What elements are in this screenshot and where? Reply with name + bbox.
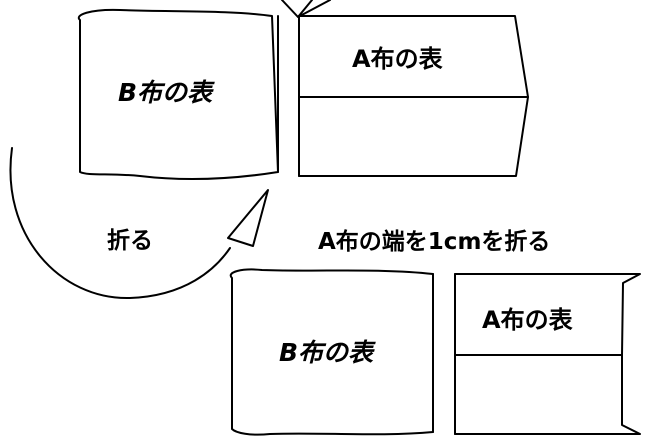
step-title-label: A布の端を1cmを折る: [318, 229, 551, 255]
top-b-fabric: [77, 8, 279, 180]
top-b-fabric-label: B布の表: [118, 78, 213, 107]
fold-arrow-curve: [9, 147, 231, 300]
bottom-fabric-assembly: [229, 268, 641, 436]
fold-arrow-head: [227, 189, 269, 247]
bottom-b-fabric-label: B布の表: [279, 338, 374, 367]
top-fabric-assembly: [77, 0, 529, 180]
top-a-fabric-label: A布の表: [352, 45, 443, 73]
fold-arrow: [9, 147, 269, 300]
top-arrow-fragment: [281, 0, 331, 18]
fold-label: 折る: [107, 228, 153, 254]
bottom-a-fabric-label: A布の表: [482, 306, 573, 334]
